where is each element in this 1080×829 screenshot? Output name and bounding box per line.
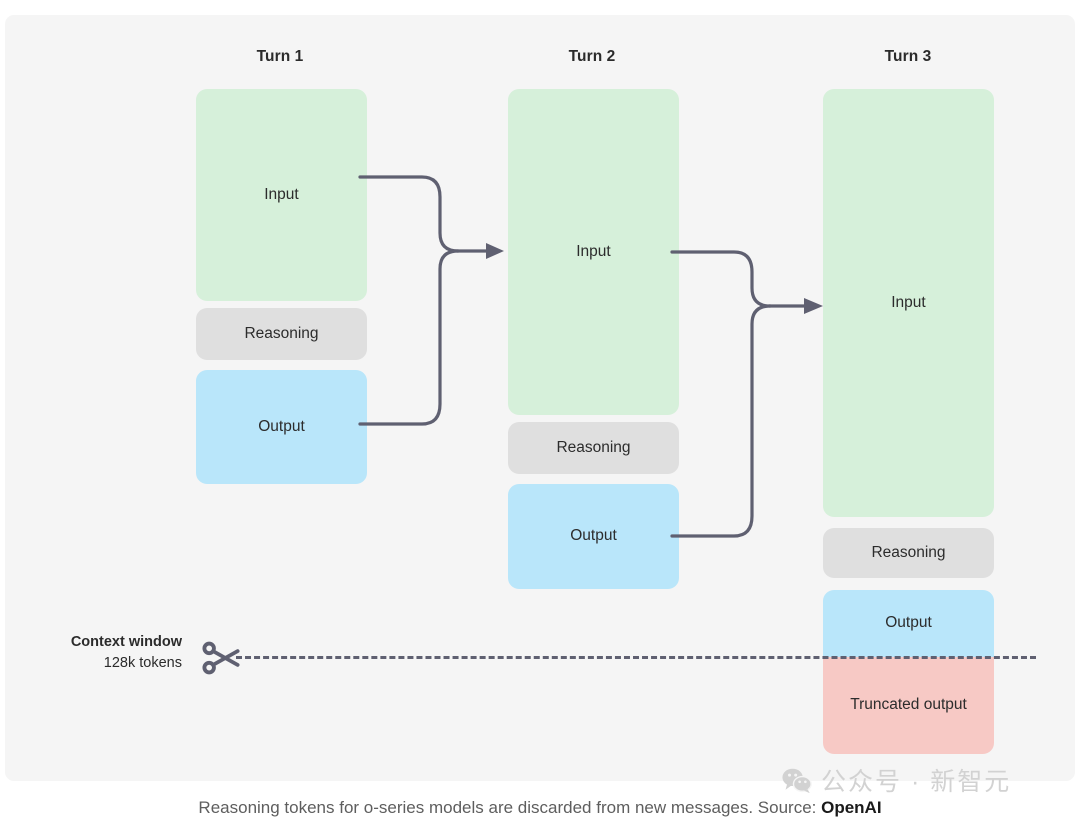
watermark-text: 公众号 · 新智元 (821, 768, 1012, 796)
turn-3-truncated-output-block: Truncated output (823, 657, 994, 754)
connector-turn1-to-turn2 (358, 175, 504, 426)
caption-source-link[interactable]: OpenAI (821, 798, 882, 817)
context-window-size: 128k tokens (103, 655, 182, 672)
turn-2-header: Turn 2 (568, 48, 616, 65)
arrow-head-icon (486, 243, 504, 259)
turn-1-header: Turn 1 (256, 48, 304, 65)
turn-2-input-block: Input (508, 89, 679, 415)
context-window-label: Context window 128k tokens (12, 632, 182, 674)
turn-2-reasoning-block: Reasoning (508, 422, 679, 474)
turn-3-output-block: Output (823, 590, 994, 657)
figure-caption: Reasoning tokens for o-series models are… (0, 798, 1080, 818)
context-window-cut-line (236, 656, 1036, 659)
turn-3-header: Turn 3 (884, 48, 932, 65)
turn-1-input-block: Input (196, 89, 367, 301)
watermark: 公众号 · 新智元 (782, 762, 1011, 798)
turn-1-reasoning-block: Reasoning (196, 308, 367, 360)
turn-3-input-block: Input (823, 89, 994, 517)
turn-2-output-block: Output (508, 484, 679, 589)
scissors-icon (202, 641, 240, 675)
turn-1-output-block: Output (196, 370, 367, 484)
turn-3-reasoning-block: Reasoning (823, 528, 994, 578)
arrow-head-icon (804, 298, 823, 314)
connector-turn2-to-turn3 (670, 250, 823, 538)
context-window-title: Context window (70, 634, 182, 650)
caption-text: Reasoning tokens for o-series models are… (198, 798, 822, 817)
wechat-icon (782, 768, 812, 793)
